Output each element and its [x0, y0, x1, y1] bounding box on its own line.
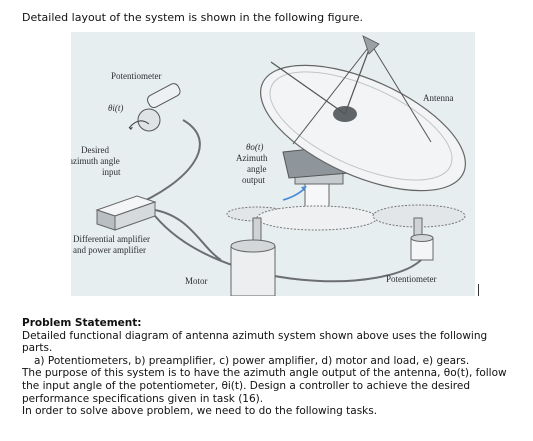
antenna-system-figure: Potentiometer θi(t) Desired azimuth angl… — [71, 32, 475, 296]
problem-line-5: the input angle of the potentiometer, θi… — [22, 379, 470, 392]
input-potentiometer-graphic — [128, 83, 181, 132]
output-potentiometer-graphic — [410, 234, 434, 261]
antenna-system-illustration — [95, 35, 466, 296]
problem-line-7: In order to solve above problem, we need… — [22, 405, 378, 418]
amplifier-label-2: and power amplifier — [73, 245, 146, 255]
azimuth-label-1: Azimuth — [236, 153, 268, 163]
intro-text: Detailed layout of the system is shown i… — [22, 11, 364, 24]
antenna-dish-graphic — [260, 35, 466, 192]
text-cursor — [478, 284, 479, 296]
problem-statement: Problem Statement: Detailed functional d… — [22, 317, 528, 418]
antenna-label: Antenna — [423, 93, 454, 103]
theta-o-label: θo(t) — [246, 142, 264, 152]
problem-line-6: performance specifications given in task… — [22, 392, 264, 405]
theta-i-label: θi(t) — [108, 103, 124, 113]
desired-label-3: input — [102, 167, 121, 177]
potentiometer-top-label: Potentiometer — [111, 71, 162, 81]
desired-label-2: azimuth angle — [71, 156, 120, 166]
motor-label: Motor — [185, 276, 208, 286]
desired-label-1: Desired — [81, 145, 109, 155]
amplifier-label-1: Differential amplifier — [73, 234, 151, 244]
amplifier-box-graphic — [95, 195, 157, 231]
azimuth-label-3: output — [242, 175, 266, 185]
problem-line-4: The purpose of this system is to have th… — [22, 367, 507, 380]
gear-graphics — [226, 204, 466, 241]
problem-line-2: parts. — [22, 342, 53, 355]
problem-line-1: Detailed functional diagram of antenna a… — [22, 329, 488, 342]
motor-graphic — [230, 217, 276, 296]
azimuth-label-2: angle — [247, 164, 267, 174]
potentiometer-bottom-label: Potentiometer — [386, 274, 437, 284]
problem-line-3: a) Potentiometers, b) preamplifier, c) p… — [34, 354, 470, 367]
problem-title: Problem Statement: — [22, 317, 142, 329]
